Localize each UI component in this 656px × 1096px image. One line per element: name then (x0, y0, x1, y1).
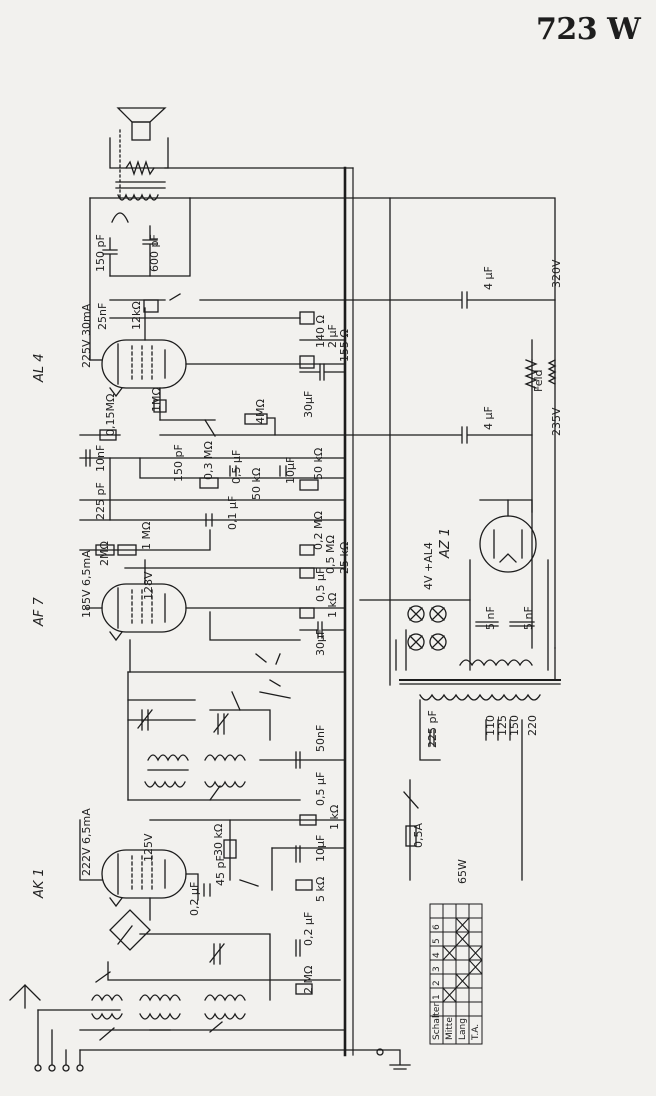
switch-table-col: 3 (432, 966, 442, 972)
tube-ak1 (101, 849, 187, 908)
model-title: 723 W (536, 12, 641, 47)
rf-coils-lower (91, 994, 246, 1020)
switch-table-mark (442, 987, 457, 1003)
antenna-icon (9, 984, 41, 1009)
tube-af7 (101, 583, 187, 642)
switch-table-row-label: Mittel (445, 1014, 455, 1040)
switch-table-mark (442, 945, 457, 961)
switch-table-mark (468, 959, 483, 975)
switch-table-col: 5 (432, 938, 442, 944)
switch-table-col: 6 (432, 924, 442, 930)
rf-coils-upper (144, 754, 246, 788)
ground-icon (344, 1049, 411, 1070)
switch-table-mark (455, 917, 470, 933)
switch-table-row-label: T.A. (471, 1023, 481, 1040)
output-transformer (89, 181, 191, 361)
switch-table-mark (455, 931, 470, 947)
switch-table-col: 4 (432, 952, 442, 958)
loudspeaker-icon (109, 107, 169, 177)
switch-table-row-label: Lang (458, 1018, 468, 1040)
power-transformer (399, 659, 561, 701)
switch-table-col: 2 (432, 980, 442, 986)
tube-al4 (101, 339, 187, 398)
field-coil (524, 339, 557, 389)
switch-table-mark (468, 945, 483, 961)
switch-table-marks (442, 917, 483, 1003)
switch-table-header: Schalter (432, 1002, 442, 1040)
switch-table-col: 1 (432, 994, 442, 1000)
switch-table-mark (455, 973, 470, 989)
tube-az1 (479, 515, 537, 573)
